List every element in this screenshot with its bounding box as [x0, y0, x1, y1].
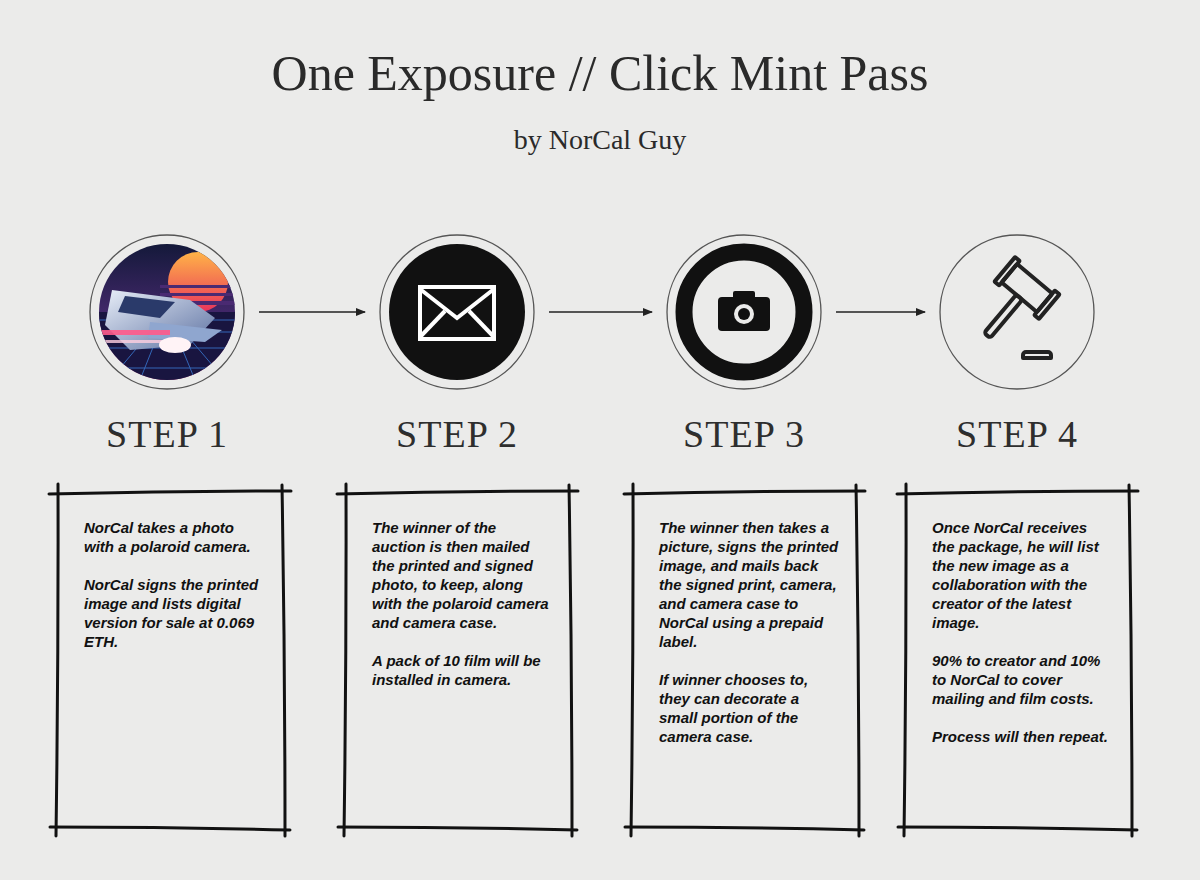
step-label: STEP 1: [106, 412, 228, 456]
frame-stroke: [624, 491, 865, 494]
box-text-area: The winner then takes a picture, signs t…: [632, 492, 857, 777]
step-description: NorCal signs the printed image and lists…: [84, 575, 265, 651]
step-description: 90% to creator and 10% to NorCal to cove…: [932, 651, 1112, 708]
frame-stroke: [569, 485, 572, 836]
icon-part: [420, 289, 494, 318]
frame-stroke: [631, 484, 633, 836]
frame-stroke: [56, 484, 58, 836]
step-description: The winner of the auction is then mailed…: [372, 518, 552, 632]
box-text-area: Once NorCal receives the package, he wil…: [905, 492, 1130, 777]
circle-outline: [89, 234, 245, 390]
gavel-icon: [965, 257, 1060, 358]
step-text-box: NorCal takes a photo with a polaroid cam…: [57, 492, 283, 828]
frame-stroke: [337, 491, 578, 494]
step-description: NorCal takes a photo with a polaroid cam…: [84, 518, 265, 556]
step-description: Process will then repeat.: [932, 727, 1112, 746]
flow-arrow: [549, 311, 652, 313]
icon-part: [99, 244, 235, 380]
frame-stroke: [904, 484, 906, 836]
camera-icon: [684, 252, 804, 372]
frame-stroke: [344, 484, 346, 836]
frame-stroke: [898, 827, 1137, 830]
icon-part: [734, 304, 754, 324]
step-label: STEP 3: [683, 412, 805, 456]
icon-part: [420, 287, 494, 339]
circle-ring: [380, 235, 534, 389]
step-description: Once NorCal receives the package, he wil…: [932, 518, 1112, 632]
frame-stroke: [49, 491, 291, 494]
step-label: STEP 2: [396, 412, 518, 456]
frame-stroke: [856, 485, 859, 836]
frame-stroke: [897, 491, 1138, 494]
icon-part: [160, 293, 240, 296]
icon-part: [160, 285, 240, 288]
icon-part: [984, 295, 1022, 338]
step-label: STEP 4: [956, 412, 1078, 456]
step-text-box: The winner then takes a picture, signs t…: [632, 492, 857, 828]
frame-stroke: [282, 485, 285, 836]
icon-part: [1034, 291, 1059, 319]
flow-arrow: [259, 311, 365, 313]
icon-part: [995, 257, 1020, 285]
step-text-box: The winner of the auction is then mailed…: [345, 492, 570, 828]
step-circle: STEP 1: [89, 234, 245, 390]
frame-stroke: [1129, 485, 1132, 836]
frame-stroke: [625, 827, 864, 830]
icon-part: [469, 311, 494, 337]
icon-part: [389, 244, 525, 380]
icon-part: [99, 368, 235, 369]
icon-part: [100, 330, 170, 335]
subtitle-label: by NorCal Guy: [0, 124, 1200, 156]
frame-stroke: [338, 827, 577, 830]
step-description: If winner chooses to, they can decorate …: [659, 670, 839, 746]
icon-part: [965, 257, 1060, 354]
icon-part: [420, 311, 445, 337]
step-circle: STEP 2: [379, 234, 535, 390]
synthwave-art: [95, 244, 240, 380]
icon-part: [159, 337, 191, 353]
step-description: The winner then takes a picture, signs t…: [659, 518, 839, 651]
step-circle: STEP 3: [666, 234, 822, 390]
box-text-area: The winner of the auction is then mailed…: [345, 492, 570, 720]
circle-ring: [940, 235, 1094, 389]
circle-outline: [379, 234, 535, 390]
icon-part: [684, 252, 804, 372]
box-text-area: NorCal takes a photo with a polaroid cam…: [57, 492, 283, 682]
step-text-box: Once NorCal receives the package, he wil…: [905, 492, 1130, 828]
circle-outline: [939, 234, 1095, 390]
flow-arrow: [836, 311, 925, 313]
icon-part: [718, 297, 770, 331]
icon-part: [118, 296, 175, 318]
icon-part: [738, 308, 750, 320]
diagram-title: One Exposure // Click Mint Pass: [0, 44, 1200, 102]
envelope-icon: [389, 244, 525, 380]
circle-ring: [667, 235, 821, 389]
icon-part: [1023, 352, 1051, 358]
frame-stroke: [50, 827, 290, 830]
step-circle: STEP 4: [939, 234, 1095, 390]
step-description: A pack of 10 film will be installed in c…: [372, 651, 552, 689]
circle-outline: [666, 234, 822, 390]
circle-ring: [90, 235, 244, 389]
